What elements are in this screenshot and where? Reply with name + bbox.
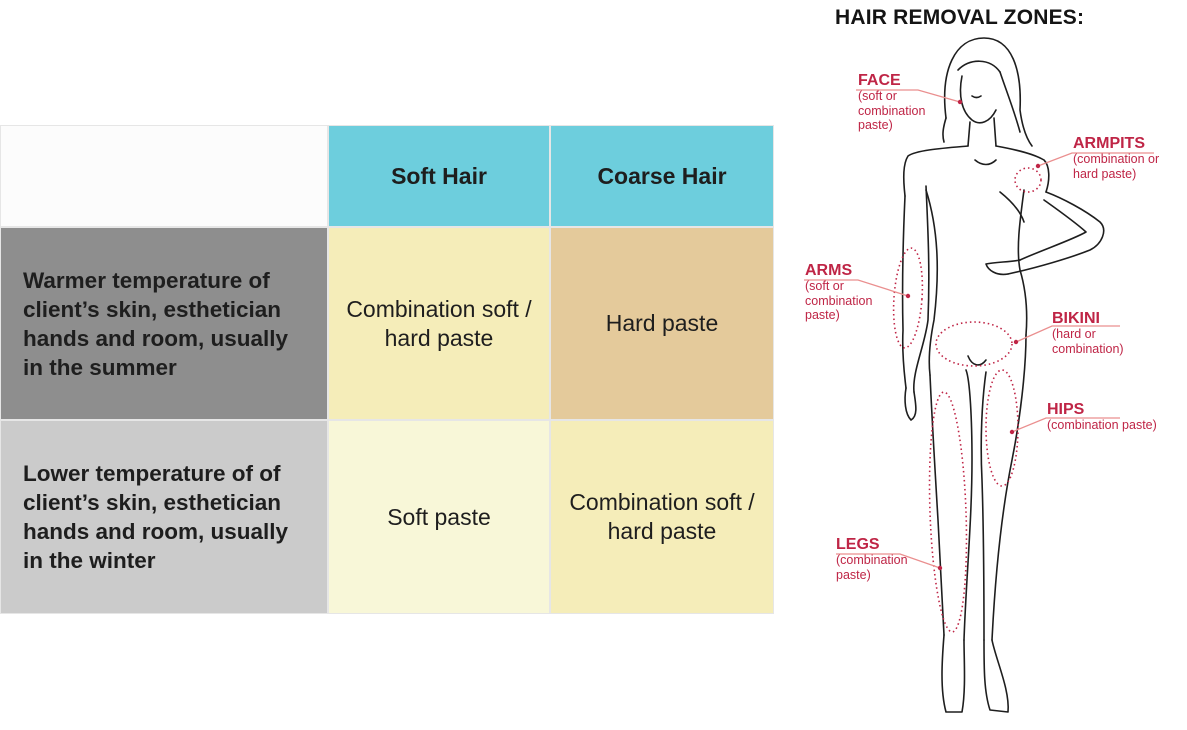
armpit-zone-outline xyxy=(1014,167,1042,193)
cell-lower-soft: Soft paste xyxy=(329,421,549,613)
zone-name-legs: LEGS xyxy=(836,536,880,553)
zone-name-bikini: BIKINI xyxy=(1052,310,1100,327)
cell-warmer-soft: Combination soft / hard paste xyxy=(329,228,549,419)
table-corner-cell xyxy=(1,126,327,226)
zone-note-bikini: (hard or combination) xyxy=(1052,327,1124,356)
zone-name-face: FACE xyxy=(858,72,901,89)
zone-note-hips: (combination paste) xyxy=(1047,418,1157,432)
leader-dots xyxy=(905,99,1041,571)
cell-warmer-coarse: Hard paste xyxy=(551,228,773,419)
bikini-zone-outline xyxy=(935,321,1013,367)
paste-selection-table: Soft Hair Coarse Hair Warmer temperature… xyxy=(0,125,774,614)
zone-outlines xyxy=(892,167,1042,633)
diagram-title: HAIR REMOVAL ZONES: xyxy=(835,6,1085,29)
zone-note-face: (soft or combination paste) xyxy=(858,89,926,132)
hip-zone-outline xyxy=(985,369,1019,487)
zone-label-bikini: BIKINI (hard or combination) xyxy=(1052,310,1124,356)
zone-name-armpits: ARMPITS xyxy=(1073,135,1145,152)
zone-label-armpits: ARMPITS (combination or hard paste) xyxy=(1073,135,1159,181)
leader-lines xyxy=(804,89,1154,569)
zone-name-hips: HIPS xyxy=(1047,401,1085,418)
zone-label-hips: HIPS (combination paste) xyxy=(1047,401,1157,433)
zone-label-arms: ARMS (soft or combination paste) xyxy=(805,262,872,323)
zone-label-face: FACE (soft or combination paste) xyxy=(858,72,925,133)
zone-name-arms: ARMS xyxy=(805,262,853,279)
body-outline xyxy=(901,37,1105,713)
row-header-warmer: Warmer temperature of client’s skin, est… xyxy=(1,228,327,419)
zone-note-legs: (combination paste) xyxy=(836,553,908,582)
arm-zone-outline xyxy=(892,247,924,349)
column-header-coarse-hair: Coarse Hair xyxy=(551,126,773,226)
zone-note-armpits: (combination or hard paste) xyxy=(1073,152,1160,181)
column-header-soft-hair: Soft Hair xyxy=(329,126,549,226)
zone-label-legs: LEGS (combination paste) xyxy=(836,536,908,582)
row-header-lower: Lower temperature of of client’s skin, e… xyxy=(1,421,327,613)
cell-lower-coarse: Combination soft / hard paste xyxy=(551,421,773,613)
zone-note-arms: (soft or combination paste) xyxy=(805,279,873,322)
